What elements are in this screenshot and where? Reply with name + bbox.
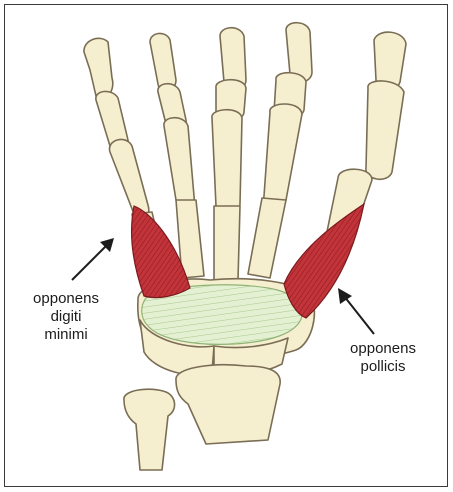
forearm-bones [124,365,280,470]
arrow-to-digiti-minimi [72,238,114,280]
opponens-pollicis-muscle [284,204,364,318]
label-opponens-pollicis: opponens pollicis [330,340,436,376]
label-line: minimi [14,326,118,344]
arrow-to-pollicis [338,288,374,334]
index-finger-bones [248,23,312,278]
label-line: opponens [330,340,436,358]
label-line: pollicis [330,358,436,376]
label-line: digiti [14,308,118,326]
label-line: opponens [14,290,118,308]
label-opponens-digiti-minimi: opponens digiti minimi [14,290,118,344]
middle-finger-bones [212,28,246,280]
